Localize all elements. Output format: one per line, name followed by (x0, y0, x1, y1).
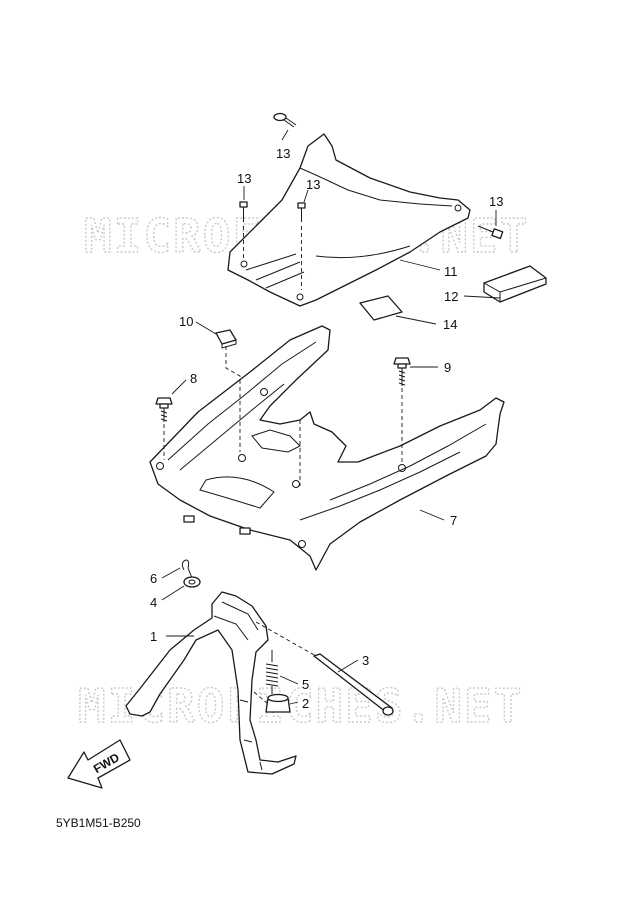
callout-6: 6 (150, 571, 157, 586)
callout-labels: 13 13 13 13 11 12 14 10 8 9 7 6 4 1 3 5 … (150, 146, 503, 711)
callout-12: 12 (444, 289, 458, 304)
part-11-upper-cover (227, 133, 471, 307)
part-9-bolt (393, 357, 411, 386)
part-13-screw-mid (297, 202, 306, 222)
callout-13-right: 13 (489, 194, 503, 209)
part-13-screw-top (273, 112, 297, 128)
part-6-cotter-pin (181, 559, 193, 579)
callout-2: 2 (302, 696, 309, 711)
part-3-shaft (313, 653, 394, 716)
callout-4: 4 (150, 595, 157, 610)
callout-5: 5 (302, 677, 309, 692)
part-8-bolt (155, 397, 173, 422)
diagram-code: 5YB1M51-B250 (56, 816, 141, 830)
callout-10: 10 (179, 314, 193, 329)
leader-lines (161, 129, 501, 705)
part-13-screw-left (239, 201, 248, 222)
assembly-lines (163, 226, 403, 705)
callout-9: 9 (444, 360, 451, 375)
part-14-label-sheet (359, 295, 403, 321)
callout-11: 11 (444, 264, 458, 279)
callout-14: 14 (443, 317, 457, 332)
callout-3: 3 (362, 653, 369, 668)
part-10-clip-nut (215, 329, 237, 349)
callout-13-top: 13 (276, 146, 290, 161)
callout-8: 8 (190, 371, 197, 386)
fwd-arrow: FWD (67, 739, 131, 789)
part-5-spring (265, 650, 279, 694)
part-4-washer (183, 576, 201, 588)
part-1-main-stand (125, 591, 297, 775)
callout-13-left: 13 (237, 171, 251, 186)
part-13-screw-right (477, 225, 504, 240)
callout-13-mid: 13 (306, 177, 320, 192)
part-2-damper (265, 693, 291, 713)
part-7-footrest-board (149, 325, 505, 571)
callout-1: 1 (150, 629, 157, 644)
callout-7: 7 (450, 513, 457, 528)
part-12-damper-block (483, 265, 547, 303)
